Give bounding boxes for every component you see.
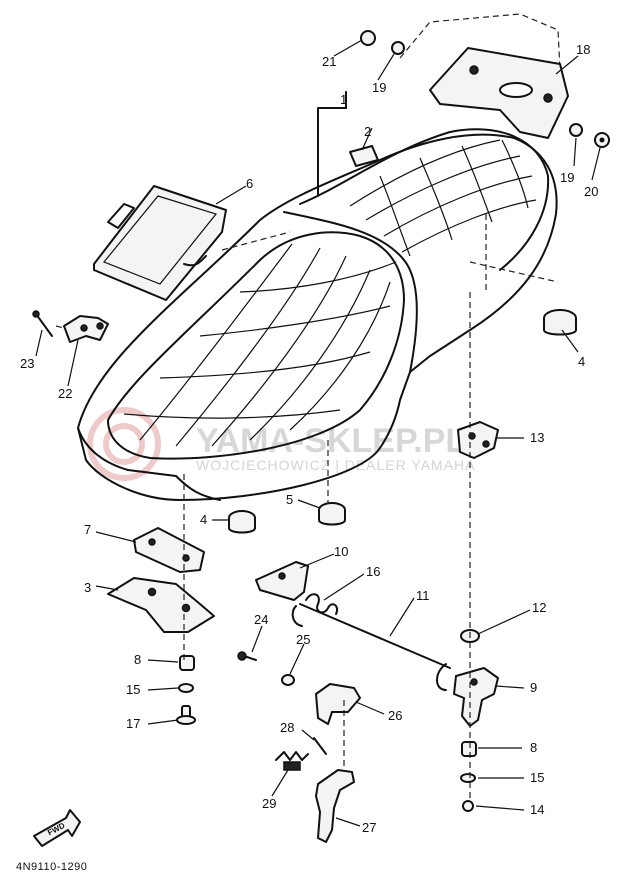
seat-part-1 [77, 128, 558, 501]
label-part-19-right: 19 [560, 170, 574, 185]
watermark: YAMA-SKLEP.PL WOJCIECHOWICZ | DEALER YAM… [87, 407, 475, 481]
label-part-5: 5 [286, 492, 293, 507]
spring-part-16 [305, 593, 338, 615]
label-part-15-left: 15 [126, 682, 140, 697]
label-part-4-rear: 4 [578, 354, 585, 369]
forward-arrow: FWD [33, 809, 81, 847]
label-part-22: 22 [58, 386, 72, 401]
tray-part-6 [93, 185, 227, 301]
bolt-part-17 [176, 705, 196, 725]
leader-lines [35, 39, 601, 827]
label-part-11: 11 [416, 588, 430, 603]
label-part-28: 28 [280, 720, 294, 735]
label-part-15-right: 15 [530, 770, 544, 785]
label-part-21: 21 [322, 54, 336, 69]
watermark-subtitle: WOJCIECHOWICZ | DEALER YAMAHA [196, 457, 475, 473]
grommet-part-4-front [228, 510, 256, 534]
grommet-part-4-rear [543, 309, 577, 336]
reference-code: 4N9110-1290 [16, 861, 87, 873]
label-part-27: 27 [362, 820, 376, 835]
hook-part-22 [63, 315, 109, 343]
grab-rail-outline [399, 13, 561, 71]
plate-part-13 [457, 421, 499, 459]
washer-part-21 [360, 30, 376, 46]
screw-part-23 [32, 310, 53, 337]
label-part-8-left: 8 [134, 652, 141, 667]
label-part-10: 10 [334, 544, 348, 559]
label-part-7: 7 [84, 522, 91, 537]
washer-part-15-right [460, 773, 476, 783]
label-part-17: 17 [126, 716, 140, 731]
label-part-14: 14 [530, 802, 544, 817]
label-part-29: 29 [262, 796, 276, 811]
bracket-part-3 [107, 577, 215, 633]
label-part-18: 18 [576, 42, 590, 57]
bolt-part-24 [237, 651, 257, 661]
collar-part-8-left [179, 655, 195, 671]
label-part-12: 12 [532, 600, 546, 615]
pin-part-28 [313, 737, 327, 755]
label-part-19-left: 19 [372, 80, 386, 95]
label-part-8-right: 8 [530, 740, 537, 755]
label-part-9: 9 [530, 680, 537, 695]
washer-part-15-left [178, 683, 194, 693]
label-part-1: 1 [340, 92, 347, 107]
label-part-4-front: 4 [200, 512, 207, 527]
bracket-part-10 [255, 561, 309, 601]
bracket-part-9 [453, 667, 499, 727]
label-part-26: 26 [388, 708, 402, 723]
label-part-25: 25 [296, 632, 310, 647]
rear-bracket-part-18 [429, 47, 569, 139]
rod-part-11 [291, 603, 451, 691]
lever-part-27 [315, 769, 355, 843]
watermark-logo [87, 407, 161, 481]
collar-part-8-right [461, 741, 477, 757]
label-part-16: 16 [366, 564, 380, 579]
label-part-13: 13 [530, 430, 544, 445]
nut-part-14 [462, 800, 474, 812]
label-part-24: 24 [254, 612, 268, 627]
part-labels: 1 2 3 4 4 5 6 7 8 8 9 10 11 12 13 14 15 … [20, 42, 598, 835]
label-part-20: 20 [584, 184, 598, 199]
grommet-part-5 [318, 502, 346, 526]
label-part-6: 6 [246, 176, 253, 191]
nut-part-20 [594, 132, 610, 148]
label-part-3: 3 [84, 580, 91, 595]
assembly-centerlines [55, 214, 559, 800]
part-1-bracket [317, 107, 347, 197]
washer-part-25 [281, 674, 295, 686]
label-part-23: 23 [20, 356, 34, 371]
label-part-2: 2 [364, 124, 371, 139]
bracket-part-26 [315, 683, 361, 725]
plate-part-7 [133, 527, 205, 573]
washer-part-19-right [569, 123, 583, 137]
washer-part-19-left [391, 41, 405, 55]
spring-part-29 [275, 751, 309, 771]
